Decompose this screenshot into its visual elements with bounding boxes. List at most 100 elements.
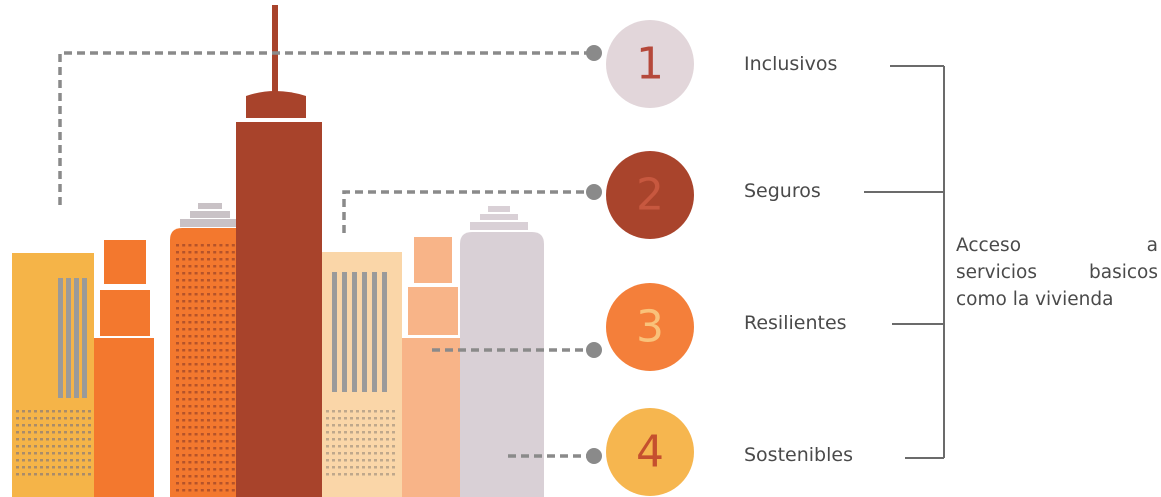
window-dot [200,286,204,289]
window-dot [194,356,198,359]
window-dot [231,265,235,268]
window-dot [52,459,55,462]
window-dot [219,454,223,457]
window-dot [88,459,91,462]
window-dot [207,454,210,457]
window-dot [64,431,67,434]
window-dot [194,454,198,457]
window-dot [219,426,223,429]
window-dot [182,398,186,401]
window-dot [350,459,353,462]
window-dot [176,412,179,415]
window-dot [219,307,223,310]
window-dot [182,447,186,450]
window-dot [182,244,186,247]
window-dot [28,410,31,413]
window-dot [200,412,204,415]
window-dot [380,417,383,420]
building-orange-mid [100,290,150,336]
window-dot [58,410,61,413]
window-dot [82,431,85,434]
window-dot [76,466,79,469]
window-dot [182,349,186,352]
window-dot [213,440,217,443]
window-dot [231,384,235,387]
window-dot [225,482,229,485]
window-dot [219,482,223,485]
window-dot [194,433,198,436]
window-dot [225,363,229,366]
window-dot [58,431,61,434]
window-dot [76,431,79,434]
window-dot [188,489,192,492]
window-dot [194,426,198,429]
window-dot [231,363,235,366]
window-dot [392,459,395,462]
window-dot [362,431,365,434]
window-dot [22,445,25,448]
window-dot [22,452,25,455]
window-dot [219,461,223,464]
window-dot [207,342,210,345]
window-dot [368,410,371,413]
window-dot [225,272,229,275]
window-dot [40,431,43,434]
window-dot [194,482,198,485]
window-dot [338,452,341,455]
window-dot [326,438,329,441]
window-dot [231,251,235,254]
window-dot [350,452,353,455]
window-dot [231,342,235,345]
window-dot [182,475,186,478]
window-dot [225,454,229,457]
window-dot [219,349,223,352]
connector-1 [58,51,592,205]
window-dot [182,335,186,338]
window-dot [362,473,365,476]
window-dot [225,475,229,478]
window-dot [58,473,61,476]
window-dot [374,431,377,434]
window-dot [213,335,217,338]
window-dot [176,286,179,289]
window-dot [200,251,204,254]
window-dot [374,459,377,462]
window-dot [34,459,37,462]
window-dot [46,410,49,413]
number-3: 3 [636,302,664,353]
building-peach-windows [332,272,387,392]
window-dot [213,475,217,478]
window-dot [70,473,73,476]
window-dot [213,300,217,303]
window-dot [225,426,229,429]
window-dot [182,489,186,492]
window-dot [213,251,217,254]
window-dot [182,272,186,275]
building-orange-base [94,338,154,497]
window-dot [194,398,198,401]
window-dot [188,426,192,429]
window-dot [194,265,198,268]
window-dot [176,293,179,296]
window-dot [200,454,204,457]
window-dot [231,468,235,471]
window-dot [362,417,365,420]
window-dot [194,314,198,317]
building-peach-dots [326,410,395,476]
window-dot [200,384,204,387]
window-dot [344,452,347,455]
window-dot [70,431,73,434]
window-dot [213,321,217,324]
window-dot [213,363,217,366]
window-dot [225,468,229,471]
window-dot [82,417,85,420]
window-dot [52,473,55,476]
window-dot [225,300,229,303]
window-dot [332,473,335,476]
window-dot [213,314,217,317]
window-dot [16,417,19,420]
window-dot [188,314,192,317]
window-dot [338,424,341,427]
window-dot [188,461,192,464]
summary-line-2: servicios basicos [956,262,1158,283]
